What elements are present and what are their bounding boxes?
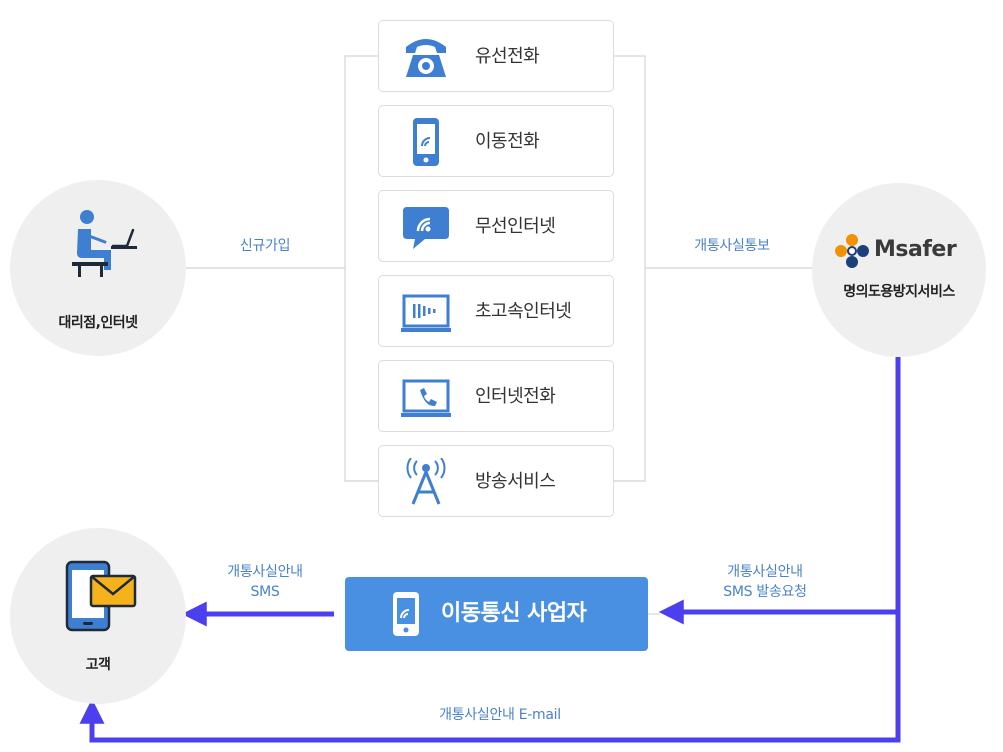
service-box-broadcast: 방송서비스 [378,445,614,517]
service-box-landline: 유선전화 [378,20,614,92]
mobile-phone-icon [393,592,419,636]
phone-icon [406,39,446,77]
wifi-bubble-icon [403,207,449,249]
caption-sms-request: 개통사실안내 SMS 발송요청 [700,562,830,602]
service-box-wireless-internet: 무선인터넷 [378,190,614,262]
caption-sms-customer: 개통사실안내 SMS [205,562,325,602]
service-label: 유선전화 [475,46,540,67]
caption-line: SMS [250,584,280,600]
carrier-label: 이동통신 사업자 [441,601,587,626]
msafer-logo-text: Msafer [874,237,957,262]
mobile-phone-icon [413,118,439,166]
email-arrow [79,357,901,743]
customer-label: 고객 [85,657,111,673]
caption-line: 개통사실안내 [227,564,303,580]
service-label: 초고속인터넷 [475,301,572,322]
carrier-box: 이동통신 사업자 [345,577,648,651]
broadcast-tower-icon [406,458,446,505]
service-label: 인터넷전화 [475,386,556,407]
msafer-node: Msafer 명의도용방지서비스 [812,183,986,357]
internet-phone-icon [401,379,451,417]
agency-label: 대리점,인터넷 [58,315,138,331]
service-label: 무선인터넷 [475,216,556,237]
service-label: 방송서비스 [475,471,556,492]
agency-node: 대리점,인터넷 [10,180,186,356]
caption-line: 개통사실안내 [727,564,803,580]
broadband-monitor-icon [401,294,451,332]
msafer-logo-icon [835,234,869,268]
caption-email: 개통사실안내 E-mail [439,707,561,723]
person-at-laptop-icon [72,210,137,277]
phone-with-mail-icon [65,560,137,632]
caption-signup: 신규가입 [239,238,291,254]
service-box-internet-phone: 인터넷전화 [378,360,614,432]
service-label: 이동전화 [475,131,540,152]
service-box-broadband: 초고속인터넷 [378,275,614,347]
caption-notify: 개통사실통보 [694,238,770,254]
bracket-lines [183,55,813,615]
caption-line: SMS 발송요청 [723,584,807,600]
msafer-label: 명의도용방지서비스 [843,284,955,300]
service-box-mobile: 이동전화 [378,105,614,177]
customer-node: 고객 [10,528,186,704]
